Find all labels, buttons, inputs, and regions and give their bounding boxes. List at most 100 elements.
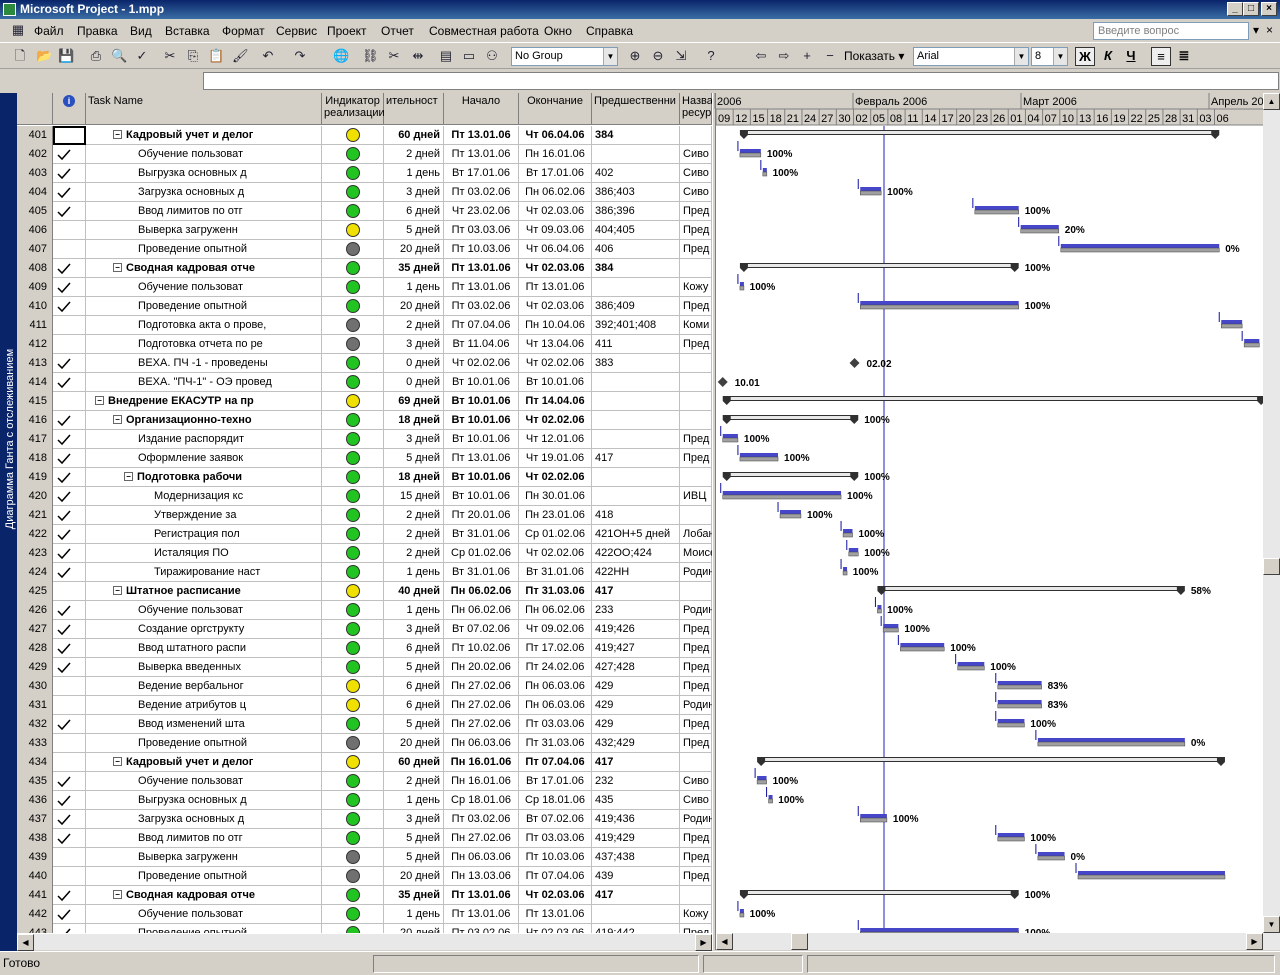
task-name-cell[interactable]: Обучение пользоват: [86, 772, 322, 791]
new-icon[interactable]: 🗋: [14, 48, 26, 63]
predecessors-cell[interactable]: [592, 278, 680, 297]
splitter[interactable]: [712, 93, 716, 950]
bold-button[interactable]: Ж: [1075, 47, 1095, 66]
task-name-cell[interactable]: Выгрузка основных д: [86, 791, 322, 810]
font-size-select[interactable]: 8▼: [1031, 47, 1068, 66]
print-preview-icon[interactable]: 🔍: [111, 48, 128, 63]
row-id[interactable]: 414: [17, 373, 53, 392]
row-id[interactable]: 417: [17, 430, 53, 449]
scroll-down-icon[interactable]: ▼: [1263, 916, 1280, 933]
predecessors-cell[interactable]: [592, 373, 680, 392]
task-name-cell[interactable]: −Организационно-техно: [86, 411, 322, 430]
duration-cell[interactable]: 1 день: [384, 905, 444, 924]
duration-cell[interactable]: 20 дней: [384, 297, 444, 316]
task-name-cell[interactable]: Загрузка основных д: [86, 183, 322, 202]
finish-cell[interactable]: Чт 02.02.06: [519, 544, 592, 563]
finish-cell[interactable]: Пт 03.03.06: [519, 829, 592, 848]
collapse-icon[interactable]: −: [113, 757, 122, 766]
undo-icon[interactable]: ↶: [262, 48, 274, 63]
duration-cell[interactable]: 3 дней: [384, 183, 444, 202]
resource-cell[interactable]: Пред: [680, 240, 712, 259]
finish-cell[interactable]: Пн 30.01.06: [519, 487, 592, 506]
predecessors-cell[interactable]: 383: [592, 354, 680, 373]
task-name-cell[interactable]: Издание распорядит: [86, 430, 322, 449]
resource-cell[interactable]: Пред: [680, 620, 712, 639]
start-cell[interactable]: Пт 03.03.06: [444, 221, 519, 240]
row-id[interactable]: 439: [17, 848, 53, 867]
unlink-tasks-icon[interactable]: ✂: [388, 48, 400, 63]
finish-cell[interactable]: Пт 24.02.06: [519, 658, 592, 677]
resource-cell[interactable]: [680, 753, 712, 772]
paste-icon[interactable]: 📋: [208, 48, 225, 63]
scroll-right-icon[interactable]: ▶: [695, 934, 712, 951]
finish-cell[interactable]: Чт 09.02.06: [519, 620, 592, 639]
start-cell[interactable]: Вт 10.01.06: [444, 487, 519, 506]
start-cell[interactable]: Пт 13.01.06: [444, 278, 519, 297]
collapse-icon[interactable]: −: [95, 396, 104, 405]
resource-cell[interactable]: [680, 259, 712, 278]
finish-cell[interactable]: Чт 09.03.06: [519, 221, 592, 240]
finish-cell[interactable]: Пн 06.02.06: [519, 601, 592, 620]
duration-cell[interactable]: 0 дней: [384, 354, 444, 373]
start-cell[interactable]: Пн 16.01.06: [444, 753, 519, 772]
col-header-id[interactable]: [17, 93, 53, 125]
row-id[interactable]: 412: [17, 335, 53, 354]
task-name-cell[interactable]: −Сводная кадровая отче: [86, 886, 322, 905]
resource-cell[interactable]: ИВЦ: [680, 487, 712, 506]
predecessors-cell[interactable]: 418: [592, 506, 680, 525]
menu-item-8[interactable]: Совместная работа: [429, 24, 539, 38]
duration-cell[interactable]: 60 дней: [384, 753, 444, 772]
resource-cell[interactable]: [680, 126, 712, 145]
underline-button[interactable]: Ч: [1126, 48, 1136, 63]
row-id[interactable]: 422: [17, 525, 53, 544]
duration-cell[interactable]: 15 дней: [384, 487, 444, 506]
resource-cell[interactable]: Пред: [680, 639, 712, 658]
task-name-cell[interactable]: Подготовка акта о прове,: [86, 316, 322, 335]
scroll-left-icon[interactable]: ◀: [17, 934, 34, 951]
finish-cell[interactable]: Пт 07.04.06: [519, 867, 592, 886]
duration-cell[interactable]: 6 дней: [384, 696, 444, 715]
row-id[interactable]: 438: [17, 829, 53, 848]
start-cell[interactable]: Пт 10.03.06: [444, 240, 519, 259]
align-center-button[interactable]: ≣: [1178, 48, 1190, 63]
task-name-cell[interactable]: −Кадровый учет и делог: [86, 126, 322, 145]
task-name-cell[interactable]: Создание оргструкту: [86, 620, 322, 639]
start-cell[interactable]: Вт 31.01.06: [444, 525, 519, 544]
view-bar[interactable]: Диаграмма Ганта с отслеживанием: [0, 93, 17, 951]
task-name-cell[interactable]: Выверка загруженн: [86, 221, 322, 240]
duration-cell[interactable]: 3 дней: [384, 335, 444, 354]
predecessors-cell[interactable]: 417: [592, 886, 680, 905]
finish-cell[interactable]: Пт 03.03.06: [519, 715, 592, 734]
menu-item-3[interactable]: Вставка: [165, 24, 210, 38]
arrow-left-icon[interactable]: ⇦: [755, 48, 767, 63]
goto-task-icon[interactable]: ⇲: [675, 48, 687, 63]
resource-cell[interactable]: Пред: [680, 297, 712, 316]
predecessors-cell[interactable]: 429: [592, 715, 680, 734]
task-name-cell[interactable]: Выгрузка основных д: [86, 164, 322, 183]
row-id[interactable]: 416: [17, 411, 53, 430]
row-id[interactable]: 413: [17, 354, 53, 373]
start-cell[interactable]: Пт 07.04.06: [444, 316, 519, 335]
start-cell[interactable]: Вт 11.04.06: [444, 335, 519, 354]
finish-cell[interactable]: Вт 31.01.06: [519, 563, 592, 582]
menu-close-icon[interactable]: ×: [1266, 23, 1274, 37]
task-name-cell[interactable]: Проведение опытной: [86, 297, 322, 316]
start-cell[interactable]: Пт 13.01.06: [444, 449, 519, 468]
finish-cell[interactable]: Чт 02.03.06: [519, 259, 592, 278]
predecessors-cell[interactable]: 435: [592, 791, 680, 810]
row-id[interactable]: 415: [17, 392, 53, 411]
redo-icon[interactable]: ↷: [294, 48, 306, 63]
scroll-left-icon[interactable]: ◀: [716, 933, 733, 950]
